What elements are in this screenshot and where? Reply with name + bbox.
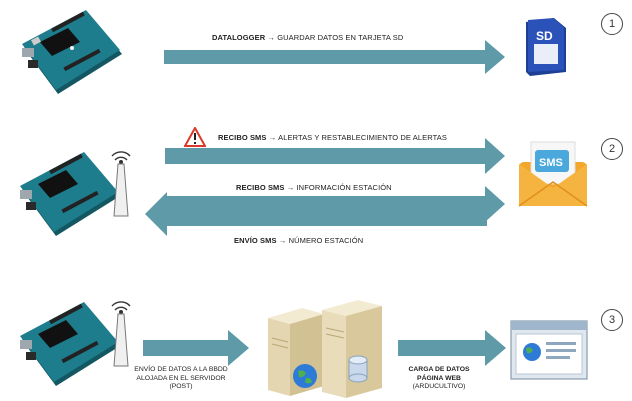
- sd-card-text: SD: [536, 29, 553, 43]
- antenna-icon: [111, 151, 131, 217]
- server-icon: [268, 300, 382, 398]
- post-label: ENVÍO DE DATOS A LA BBDD ALOJADA EN EL S…: [134, 366, 228, 390]
- post-arrow: [143, 330, 249, 366]
- antenna-icon: [111, 301, 131, 367]
- globe-icon: [293, 364, 317, 388]
- alert-icon: [184, 127, 206, 147]
- web-load-label: CARGA DE DATOS PÁGINA WEB (ARDUCULTIVO): [408, 366, 470, 390]
- sms-text: SMS: [539, 157, 563, 169]
- step-2-badge: 2: [601, 138, 623, 160]
- datalogger-label: DATALOGGER → GUARDAR DATOS EN TARJETA SD: [212, 33, 404, 42]
- browser-window-icon: [510, 320, 588, 380]
- step-3-badge: 3: [601, 309, 623, 331]
- sd-card-icon: SD: [526, 18, 566, 76]
- send-sms-label: ENVÍO SMS → NÚMERO ESTACIÓN: [234, 236, 364, 245]
- send-sms-arrow: [145, 192, 487, 236]
- datalogger-arrow: [164, 40, 505, 74]
- arduino-board-icon: [20, 152, 120, 236]
- info-sms-label: RECIBO SMS → INFORMACIÓN ESTACIÓN: [236, 183, 392, 192]
- step-1-badge: 1: [601, 13, 623, 35]
- arduino-board-icon: [22, 10, 122, 94]
- database-icon: [348, 355, 368, 383]
- arduino-board-icon: [20, 302, 120, 386]
- alert-sms-arrow: [165, 138, 505, 174]
- sms-envelope-icon: SMS: [518, 141, 588, 207]
- web-load-arrow: [398, 330, 506, 366]
- alert-sms-label: RECIBO SMS → ALERTAS Y RESTABLECIMIENTO …: [218, 133, 447, 142]
